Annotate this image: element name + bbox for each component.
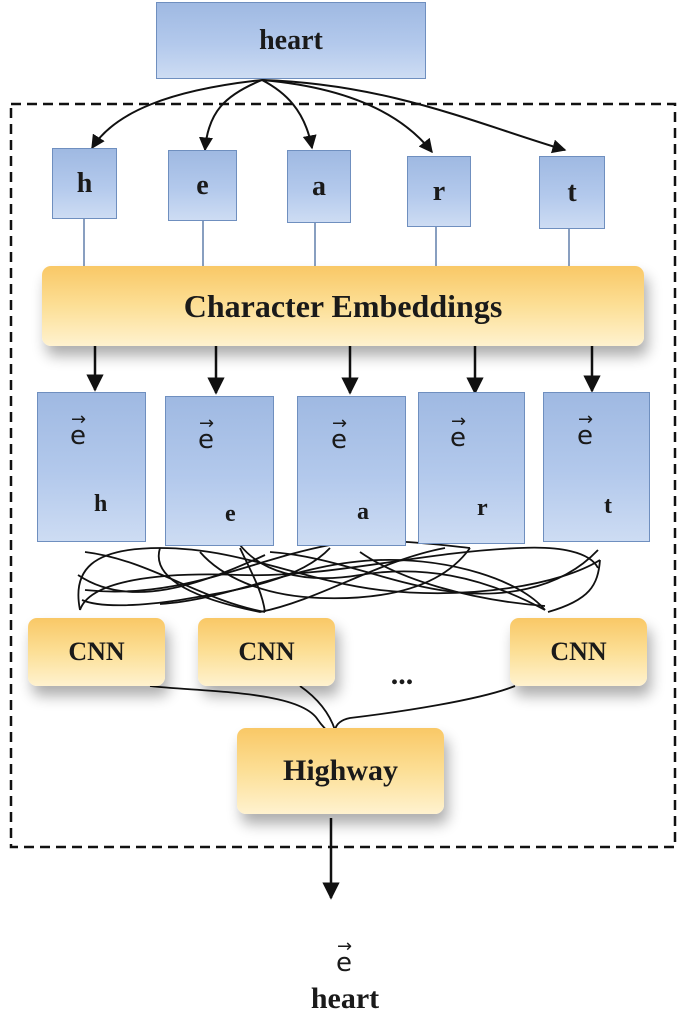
output-vector-symbol: →e	[336, 936, 353, 978]
vector-arrow-icon: →	[337, 936, 353, 957]
cnn-label: CNN	[550, 637, 607, 666]
char-label-r: r	[432, 175, 446, 207]
char-box-r: r	[407, 156, 471, 227]
input-word-label: heart	[259, 24, 323, 56]
cnn-label: CNN	[238, 637, 295, 666]
vector-arrow-icon: →	[578, 409, 594, 430]
character-embeddings-bar: Character Embeddings	[42, 266, 644, 346]
vector-arrow-icon: →	[71, 409, 87, 430]
char-box-a: a	[287, 150, 351, 223]
cnn-to-highway-lines	[149, 685, 516, 733]
highway-box: Highway	[237, 728, 444, 814]
vector-char-label: r	[477, 495, 488, 521]
vector-symbol: →e	[331, 413, 348, 455]
cnn-ellipsis: ...	[390, 658, 414, 691]
vector-arrow-icon: →	[199, 413, 215, 434]
vector-char-label: t	[604, 493, 612, 519]
embedding-vector-r: →e r	[418, 392, 525, 544]
cnn-box-1: CNN	[28, 618, 165, 686]
embedding-vector-h: →e h	[37, 392, 146, 542]
input-word-box: heart	[156, 2, 426, 79]
vector-symbol: →e	[450, 411, 467, 453]
embedding-vector-t: →e t	[543, 392, 650, 542]
output-word-label: heart	[310, 982, 380, 1015]
vector-symbol: →e	[577, 409, 594, 451]
embedding-vector-e: →e e	[165, 396, 274, 546]
cnn-box-3: CNN	[510, 618, 647, 686]
vector-symbol: →e	[70, 409, 87, 451]
vector-char-label: h	[94, 491, 108, 517]
char-label-a: a	[312, 170, 326, 202]
char-label-e: e	[196, 169, 209, 201]
char-label-t: t	[567, 176, 577, 208]
split-arrows	[91, 79, 567, 154]
vector-arrow-icon: →	[332, 413, 348, 434]
cnn-label: CNN	[68, 637, 125, 666]
char-box-t: t	[539, 156, 605, 229]
char-to-embedding-lines	[83, 219, 570, 266]
convolution-tangle	[77, 540, 601, 613]
character-embeddings-label: Character Embeddings	[183, 287, 503, 324]
cnn-box-2: CNN	[198, 618, 335, 686]
vector-char-label: a	[357, 499, 369, 525]
vector-arrow-icon: →	[451, 411, 467, 432]
vector-symbol: →e	[198, 413, 215, 455]
vector-char-label: e	[225, 501, 236, 527]
char-box-h: h	[52, 148, 117, 219]
embedding-vector-a: →e a	[297, 396, 406, 546]
char-label-h: h	[76, 167, 93, 199]
embedding-arrows	[86, 344, 601, 395]
char-box-e: e	[168, 150, 237, 221]
highway-label: Highway	[282, 754, 399, 787]
